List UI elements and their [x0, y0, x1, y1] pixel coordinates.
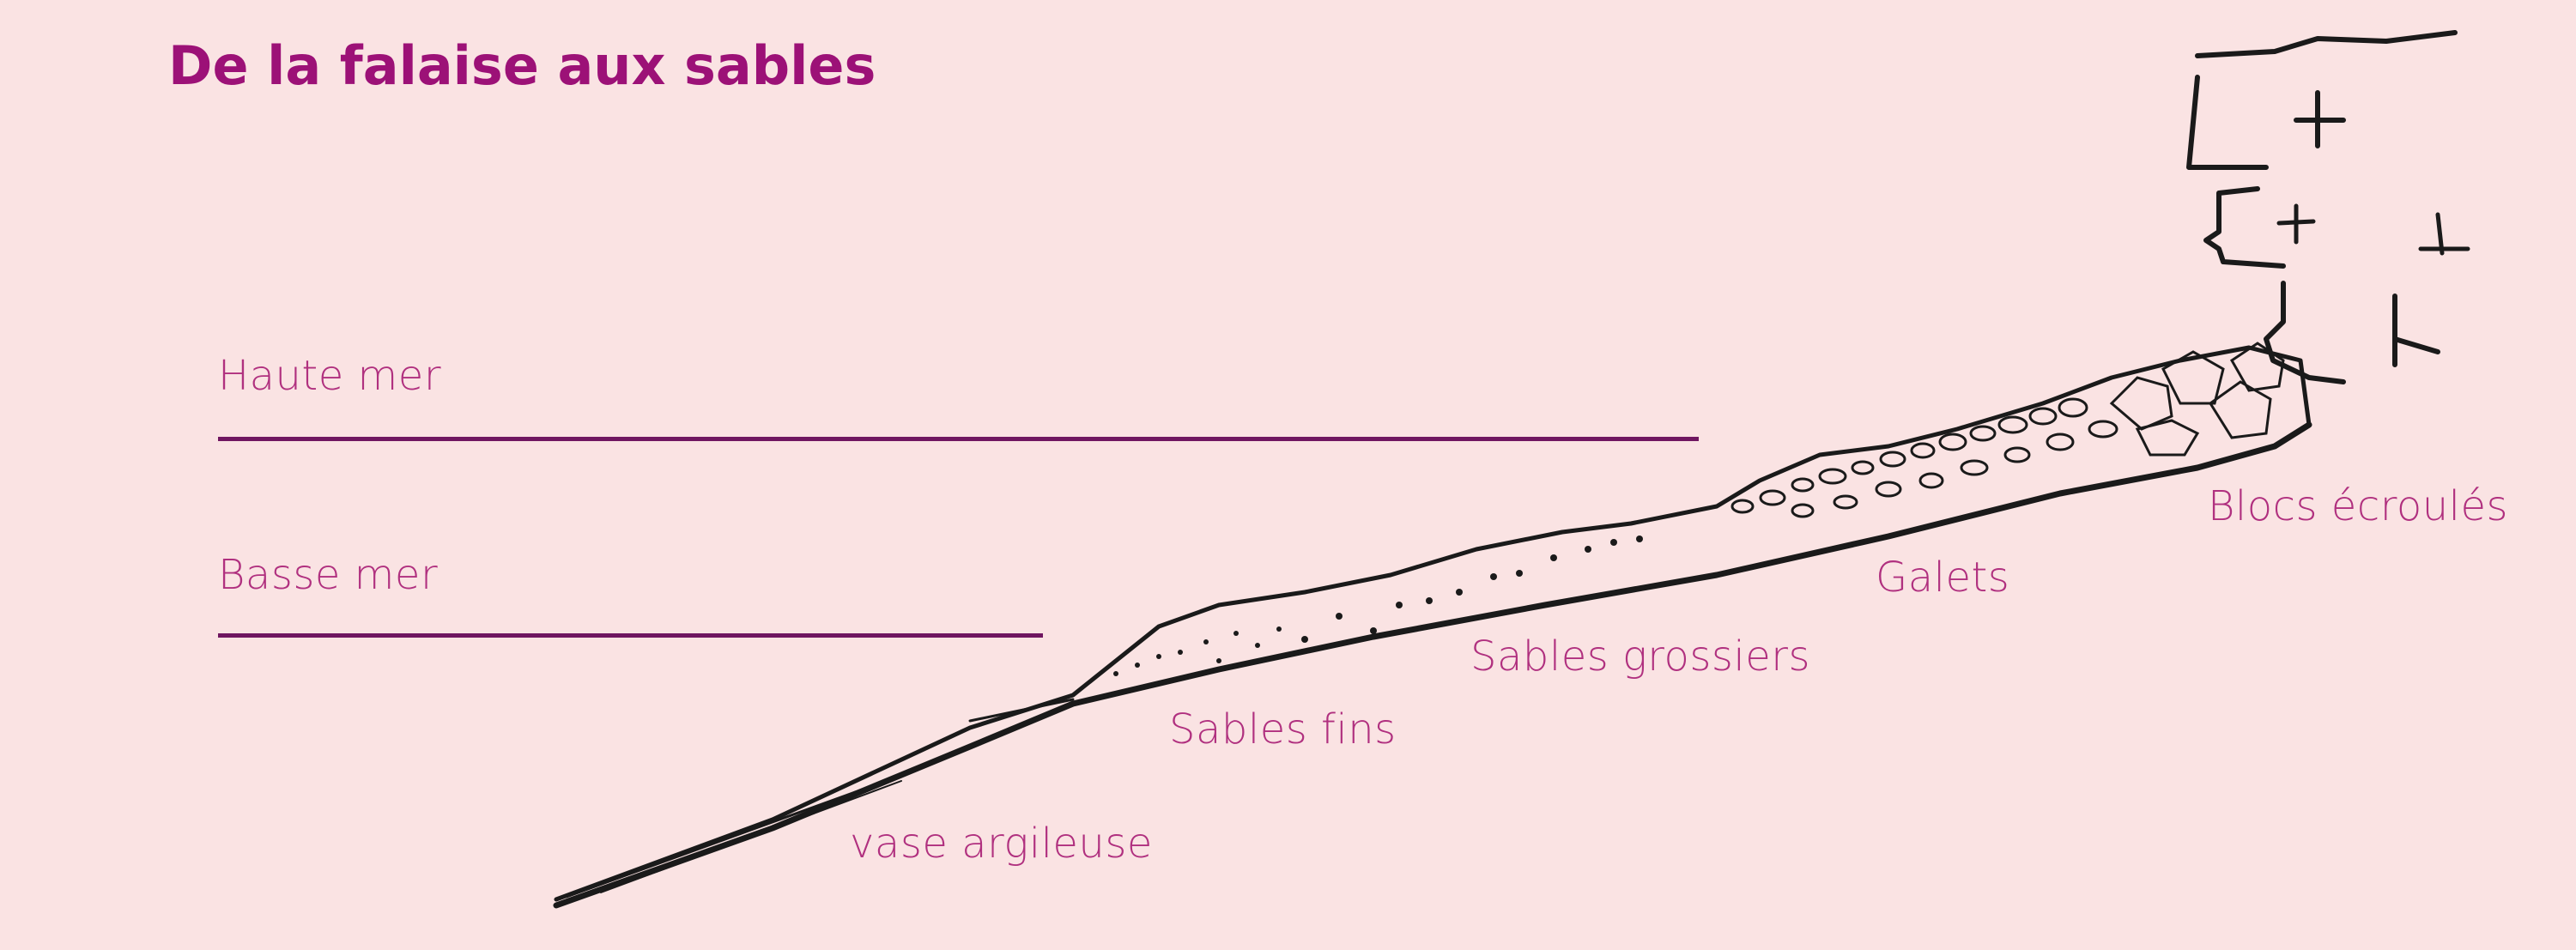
- zone-label-coarse-sand: Sables grossiers: [1470, 632, 1810, 681]
- zone-label-fine-sand: Sables fins: [1169, 705, 1397, 753]
- zone-label-boulders: Blocs écroulés: [2208, 482, 2508, 530]
- pebbles-texture: [1732, 343, 2283, 517]
- zone-label-pebbles: Galets: [1876, 554, 2009, 602]
- zone-label-clay: vase argileuse: [850, 820, 1153, 868]
